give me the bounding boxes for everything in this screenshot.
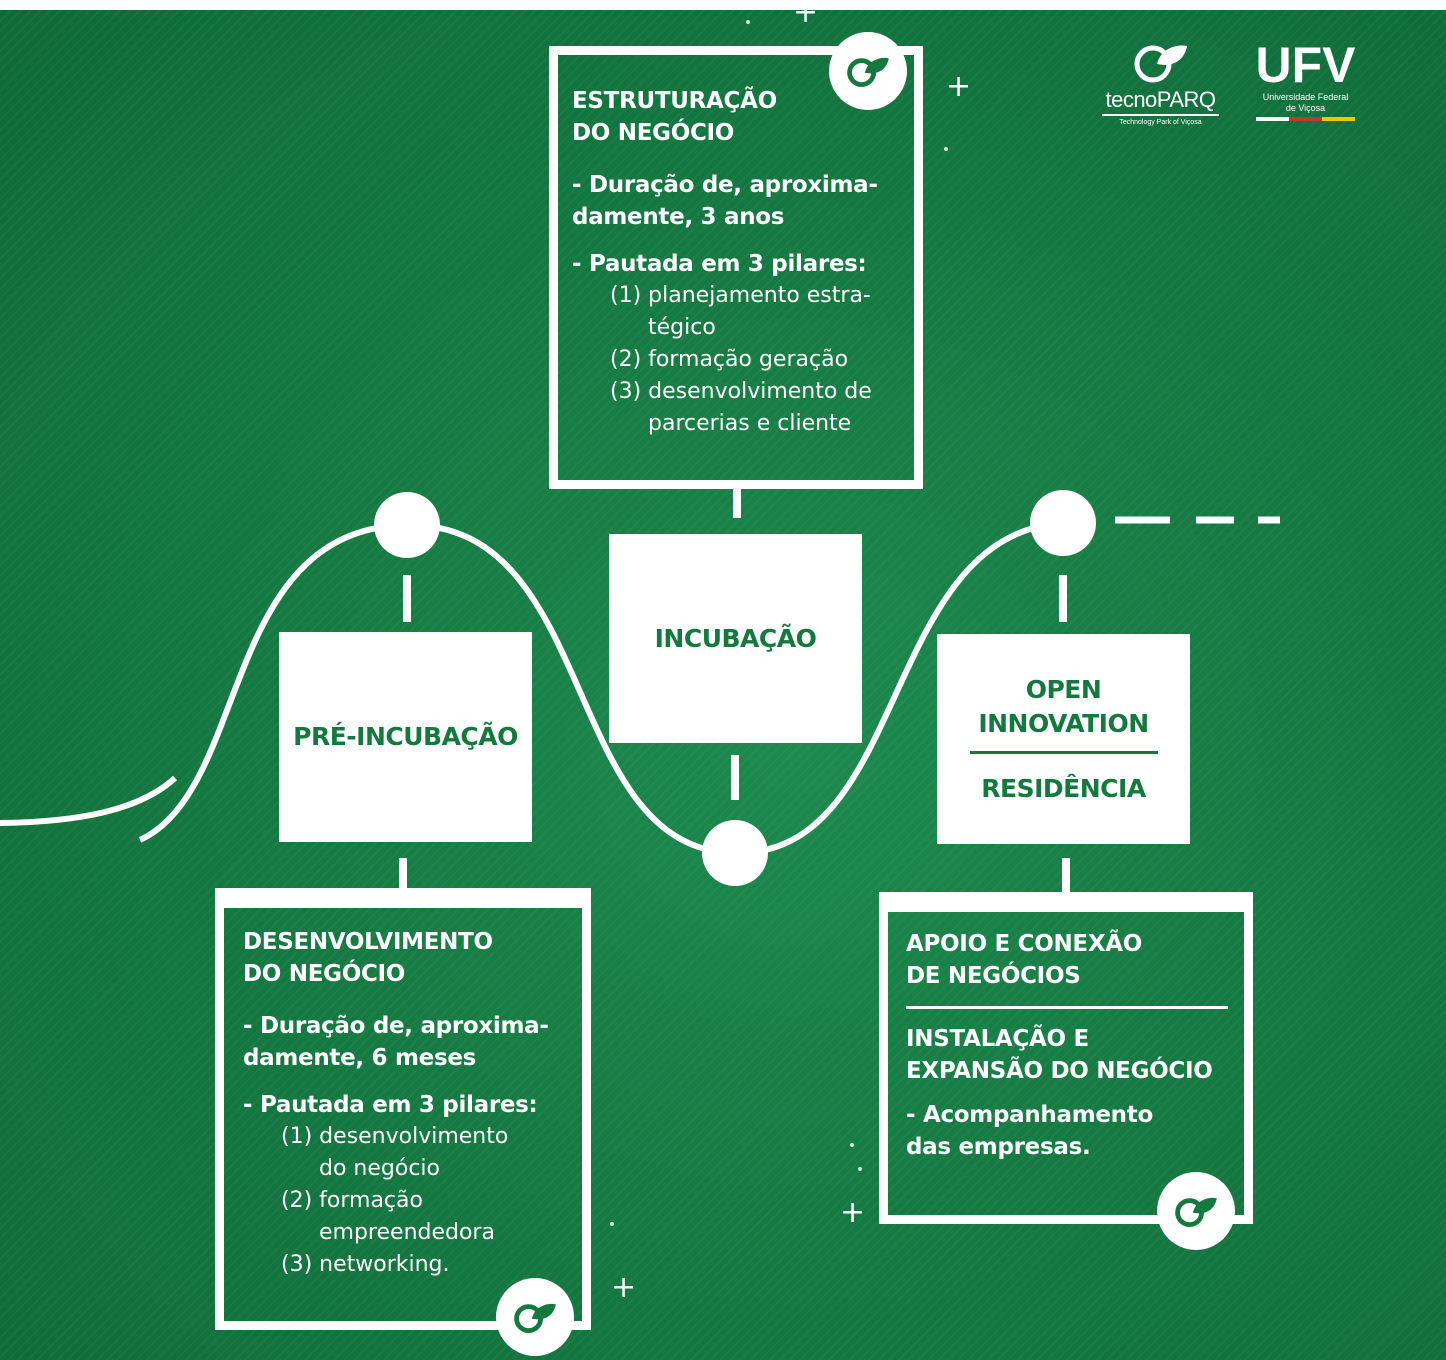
- estruturacao-title-1: ESTRUTURAÇÃO: [572, 88, 777, 114]
- desenvolvimento-duration-1: - Duração de, aproxima-: [243, 1013, 549, 1039]
- estruturacao-pillars: - Pautada em 3 pilares:: [572, 251, 867, 277]
- estruturacao-title-2: DO NEGÓCIO: [572, 120, 735, 146]
- open-divider: [969, 750, 1158, 754]
- incubacao-label: INCUBAÇÃO: [654, 623, 817, 653]
- panel-apoio: APOIO E CONEXÃO DE NEGÓCIOS INSTALAÇÃO E…: [879, 892, 1253, 1224]
- tecnoparq-tagline: Technology Park of Viçosa: [1119, 119, 1202, 126]
- desenvolvimento-item: do negócio: [319, 1156, 440, 1181]
- ufv-tagline-1: Universidade Federal: [1262, 92, 1349, 102]
- desenvolvimento-duration-2: damente, 6 meses: [243, 1045, 477, 1071]
- plus-icon: +: [840, 1195, 866, 1230]
- dot: [746, 20, 750, 24]
- apoio-title2-1: INSTALAÇÃO E: [906, 1026, 1089, 1052]
- tecnoparq-name: tecnoPARQ: [1105, 87, 1216, 112]
- open-label-2: INNOVATION: [978, 708, 1149, 738]
- stage-incubacao: INCUBAÇÃO: [609, 534, 862, 743]
- ufv-color-bar: [1256, 117, 1355, 121]
- dot: [850, 1143, 854, 1147]
- apoio-divider: [906, 1006, 1228, 1009]
- wave-path: [138, 520, 1064, 857]
- apoio-title2-2: EXPANSÃO DO NEGÓCIO: [906, 1058, 1213, 1084]
- apoio-title-1: APOIO E CONEXÃO: [906, 931, 1143, 957]
- desenvolvimento-item: (3) networking.: [281, 1252, 450, 1277]
- plus-icon: +: [946, 69, 972, 104]
- apoio-note-1: - Acompanhamento: [906, 1102, 1153, 1128]
- desenvolvimento-title-1: DESENVOLVIMENTO: [243, 929, 493, 955]
- dot: [610, 1222, 614, 1226]
- desenvolvimento-item: empreendedora: [319, 1220, 495, 1245]
- estruturacao-item: parcerias e cliente: [648, 411, 852, 436]
- estruturacao-item: (1) planejamento estra-: [610, 283, 871, 308]
- estruturacao-duration-2: damente, 3 anos: [572, 204, 785, 230]
- estruturacao-item: (3) desenvolvimento de: [610, 379, 872, 404]
- leaf-logo-icon: [829, 32, 907, 110]
- estruturacao-duration-1: - Duração de, aproxima-: [572, 172, 878, 198]
- diagram-canvas: + + + + tecnoPARQ Technology Park of Viç…: [0, 10, 1446, 1360]
- plus-icon: +: [793, 10, 819, 30]
- desenvolvimento-pillars: - Pautada em 3 pilares:: [243, 1092, 538, 1118]
- left-curve: [0, 775, 178, 826]
- leaf-logo-icon: [496, 1278, 574, 1356]
- stage-open-innovation: OPEN INNOVATION RESIDÊNCIA: [937, 634, 1190, 844]
- ufv-logo: UFV Universidade Federal de Viçosa: [1248, 38, 1363, 138]
- dot: [858, 1167, 862, 1171]
- estruturacao-item: tégico: [648, 315, 716, 340]
- panel-estruturacao: ESTRUTURAÇÃO DO NEGÓCIO - Duração de, ap…: [549, 46, 923, 489]
- stage-pre-incubacao: PRÉ-INCUBAÇÃO: [279, 632, 532, 842]
- desenvolvimento-item: (1) desenvolvimento: [281, 1124, 509, 1149]
- plus-icon: +: [611, 1270, 637, 1305]
- connector-lines: [0, 488, 1280, 892]
- apoio-note-2: das empresas.: [906, 1134, 1091, 1160]
- pre-incubacao-label: PRÉ-INCUBAÇÃO: [293, 722, 518, 751]
- desenvolvimento-title-2: DO NEGÓCIO: [243, 961, 406, 987]
- dot: [944, 147, 948, 151]
- ufv-name: UFV: [1255, 37, 1356, 93]
- leaf-logo-icon: [1157, 1172, 1235, 1250]
- estruturacao-item: (2) formação geração: [610, 347, 849, 372]
- open-label-1: OPEN: [1025, 674, 1102, 704]
- node-open: [1030, 490, 1096, 556]
- node-pre: [374, 492, 440, 558]
- apoio-title-2: DE NEGÓCIOS: [906, 963, 1081, 989]
- tecnoparq-logo: tecnoPARQ Technology Park of Viçosa: [1098, 40, 1223, 135]
- ufv-tagline-2: de Viçosa: [1285, 103, 1326, 113]
- open-label-3: RESIDÊNCIA: [981, 773, 1146, 803]
- panel-desenvolvimento: DESENVOLVIMENTO DO NEGÓCIO - Duração de,…: [215, 888, 591, 1330]
- node-inc: [702, 820, 768, 886]
- tecnoparq-leaf-icon: [1134, 45, 1187, 83]
- desenvolvimento-item: (2) formação: [281, 1188, 423, 1213]
